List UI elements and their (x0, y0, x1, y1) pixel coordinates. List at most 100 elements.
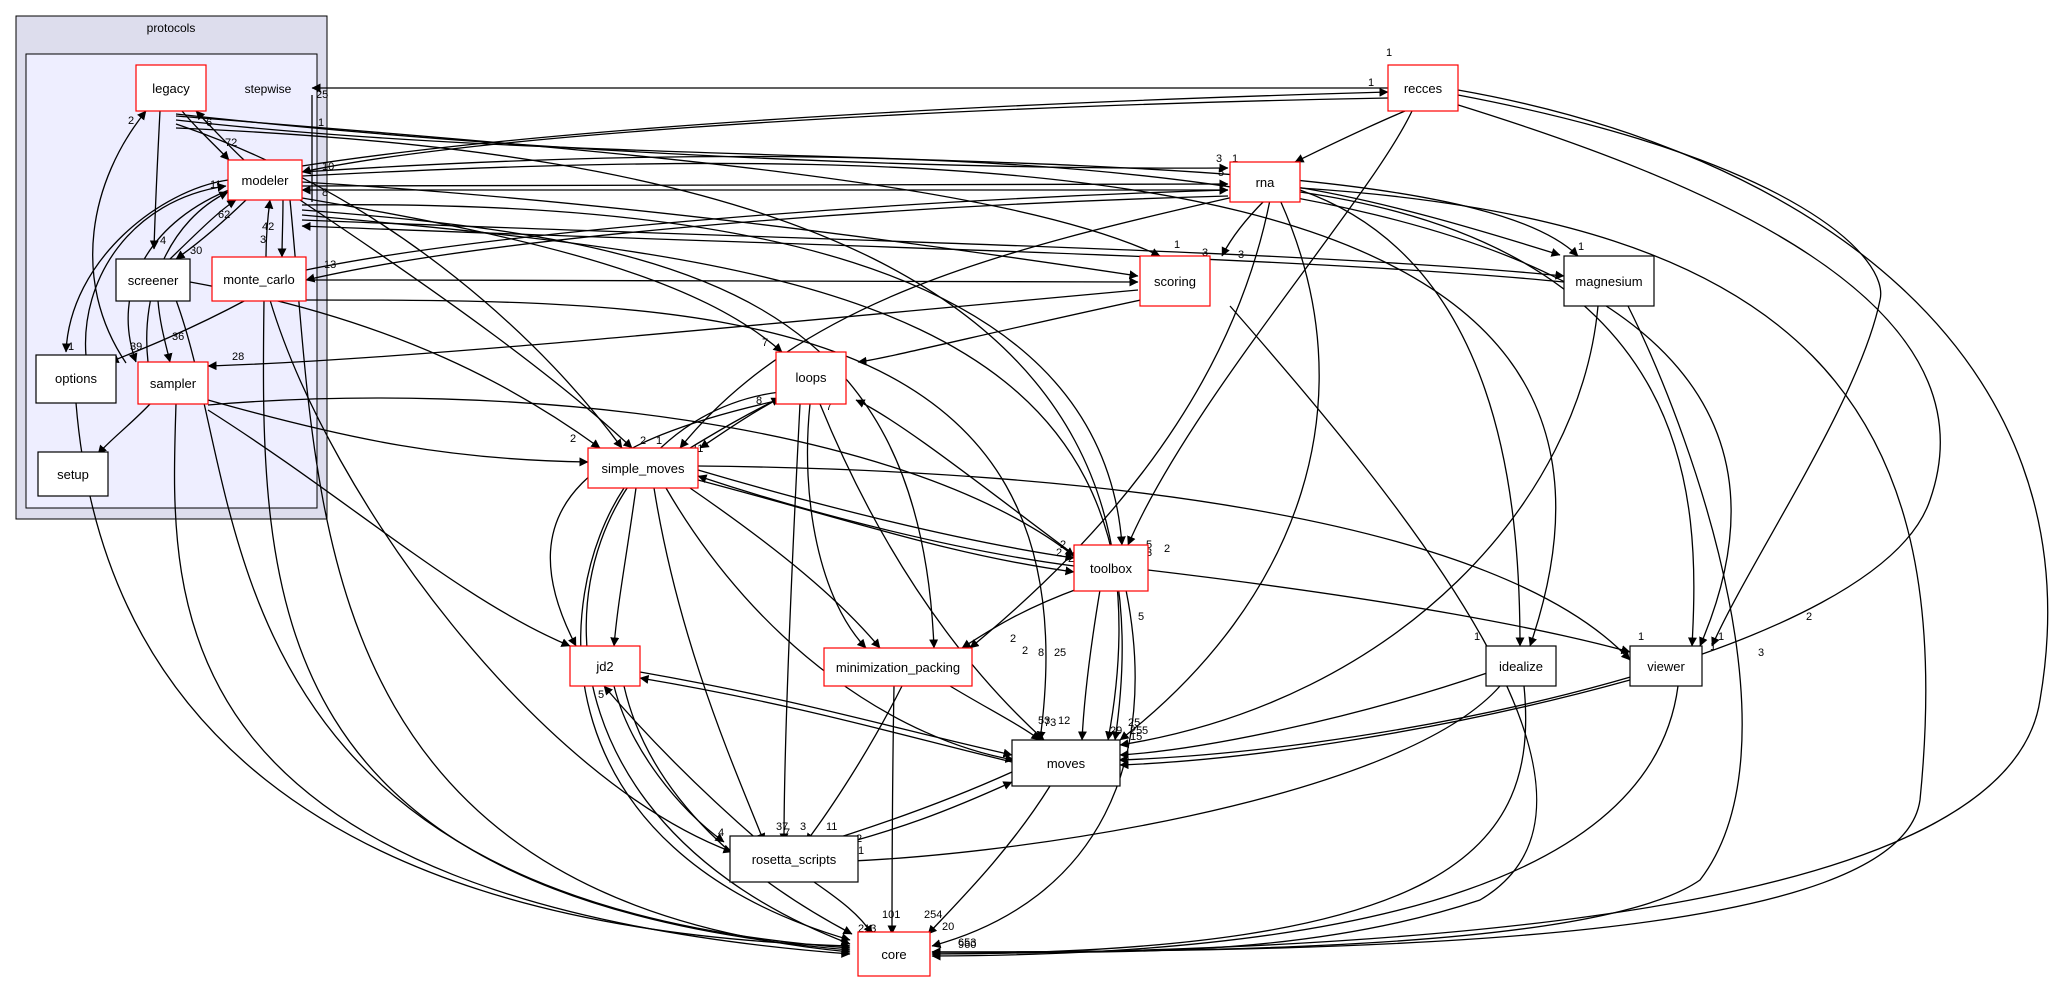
edge-count-label: 7 (762, 337, 768, 349)
node-screener-label: screener (128, 273, 179, 288)
node-legacy-label: legacy (152, 81, 190, 96)
node-moves[interactable]: moves (1011, 739, 1121, 787)
node-monte_carlo-label: monte_carlo (223, 272, 295, 287)
cluster-protocols-label: protocols (147, 21, 196, 35)
edge-count-label: 3 (1202, 247, 1208, 259)
edge-count-label: 3 (1238, 249, 1244, 261)
edge-count-label: 5 (1142, 725, 1148, 737)
edge-count-label: 4 (160, 235, 166, 247)
edge-count-label: 13 (324, 259, 336, 271)
edge-count-label: 2 (1806, 611, 1812, 623)
node-minimization_packing-label: minimization_packing (836, 660, 960, 675)
node-recces-label: recces (1404, 81, 1443, 96)
edge-count-label: 7 (784, 827, 790, 839)
node-magnesium[interactable]: magnesium (1563, 255, 1655, 307)
node-recces[interactable]: recces (1387, 64, 1459, 112)
edge-count-label: 2 (570, 433, 576, 445)
node-rosetta_scripts[interactable]: rosetta_scripts (729, 835, 859, 883)
nodes-layer: legacy modeler screener monte_carlo opti… (35, 64, 1703, 977)
edge-count-label: 254 (924, 909, 942, 921)
node-loops-label: loops (795, 370, 827, 385)
edge-count-label: 5 (598, 689, 604, 701)
edge-count-label: 37 (776, 821, 788, 833)
node-jd2[interactable]: jd2 (569, 645, 641, 687)
edge-count-label: 73 (1044, 717, 1056, 729)
edge-count-label: 1 (1174, 239, 1180, 251)
node-jd2-label: jd2 (595, 659, 613, 674)
edge-count-label: 2 (1056, 547, 1062, 559)
node-loops[interactable]: loops (775, 351, 847, 405)
node-rna-label: rna (1256, 175, 1276, 190)
edge-count-label: 1 (1232, 153, 1238, 165)
edge-count-label: 1 (1474, 631, 1480, 643)
edge-count-label: 2 (856, 833, 862, 845)
node-rna[interactable]: rna (1229, 161, 1301, 203)
node-idealize-label: idealize (1499, 659, 1543, 674)
edge-count-label: 1 (318, 117, 324, 129)
node-setup-label: setup (57, 467, 89, 482)
node-viewer-label: viewer (1647, 659, 1685, 674)
edge-count-label: 62 (218, 209, 230, 221)
node-simple_moves[interactable]: simple_moves (587, 447, 699, 489)
edge-count-label: 29 (1110, 725, 1122, 737)
edge-count-label: 11 (210, 179, 221, 191)
edge-count-label: 653 (958, 937, 976, 949)
edge-count-label: 5 (1146, 539, 1152, 551)
edge-count-label: 1 (1718, 631, 1724, 643)
edge-count-label: 2 (1164, 543, 1170, 555)
node-magnesium-label: magnesium (1575, 274, 1642, 289)
node-viewer[interactable]: viewer (1629, 645, 1703, 687)
node-setup[interactable]: setup (37, 451, 109, 497)
node-modeler-label: modeler (242, 173, 290, 188)
node-scoring[interactable]: scoring (1139, 255, 1211, 307)
node-legacy[interactable]: legacy (135, 64, 207, 112)
node-screener[interactable]: screener (115, 258, 191, 302)
edge-count-label: 2 (1060, 539, 1066, 551)
edge-count-label: 6 (206, 117, 212, 129)
node-sampler-label: sampler (150, 376, 197, 391)
edge-count-label: 12 (1058, 715, 1070, 727)
edge-count-label: 1 (1578, 241, 1584, 253)
node-modeler[interactable]: modeler (227, 159, 303, 201)
edge-count-label: 28 (232, 351, 244, 363)
edge-count-label: 25 (1130, 725, 1142, 737)
edge-count-label: 1 (858, 845, 864, 857)
edge-count-label: 39 (130, 341, 142, 353)
node-minimization_packing[interactable]: minimization_packing (823, 647, 973, 687)
edge-count-label: 15 (1130, 731, 1142, 743)
node-options[interactable]: options (35, 354, 117, 404)
node-sampler[interactable]: sampler (137, 361, 209, 405)
edge-count-label: 2 (1054, 647, 1060, 659)
node-idealize[interactable]: idealize (1485, 645, 1557, 687)
node-toolbox[interactable]: toolbox (1073, 544, 1149, 592)
node-moves-label: moves (1047, 756, 1086, 771)
edge-count-label: 3 (1146, 547, 1152, 559)
node-core[interactable]: core (857, 931, 931, 977)
edge-count-label: 8 (322, 187, 328, 199)
edge-count-label: 3 (260, 234, 266, 246)
node-toolbox-label: toolbox (1090, 561, 1132, 576)
edge-count-label: 2 (1010, 633, 1016, 645)
edge-count-label: 2 (1068, 553, 1074, 565)
node-simple_moves-label: simple_moves (601, 461, 685, 476)
edge-count-label: 1 (656, 435, 662, 447)
edge-count-label: 5 (1138, 611, 1144, 623)
edge-count-label: 5 (1218, 167, 1224, 179)
edge-count-label: 25 (1128, 717, 1140, 729)
node-scoring-label: scoring (1154, 274, 1196, 289)
edge-count-label: 7 (826, 401, 832, 413)
edge-count-label: 4 (718, 827, 724, 839)
edge-count-label: 960 (958, 939, 976, 951)
edge-count-label: 53 (1038, 715, 1050, 727)
edge-count-label: 72 (225, 137, 237, 149)
edge-labels-layer: 2511672210430624238131139361128135133321… (68, 47, 1812, 951)
edge-count-label: 2 (640, 435, 646, 447)
edge-count-label: 1 (68, 341, 74, 353)
edge-count-label: 2 (128, 115, 134, 127)
edge-count-label: 10 (322, 161, 334, 173)
node-monte_carlo[interactable]: monte_carlo (211, 256, 307, 302)
edge-count-label: 20 (942, 921, 954, 933)
edges-layer (61, 83, 2049, 961)
edge-count-label: 25 (316, 89, 328, 101)
